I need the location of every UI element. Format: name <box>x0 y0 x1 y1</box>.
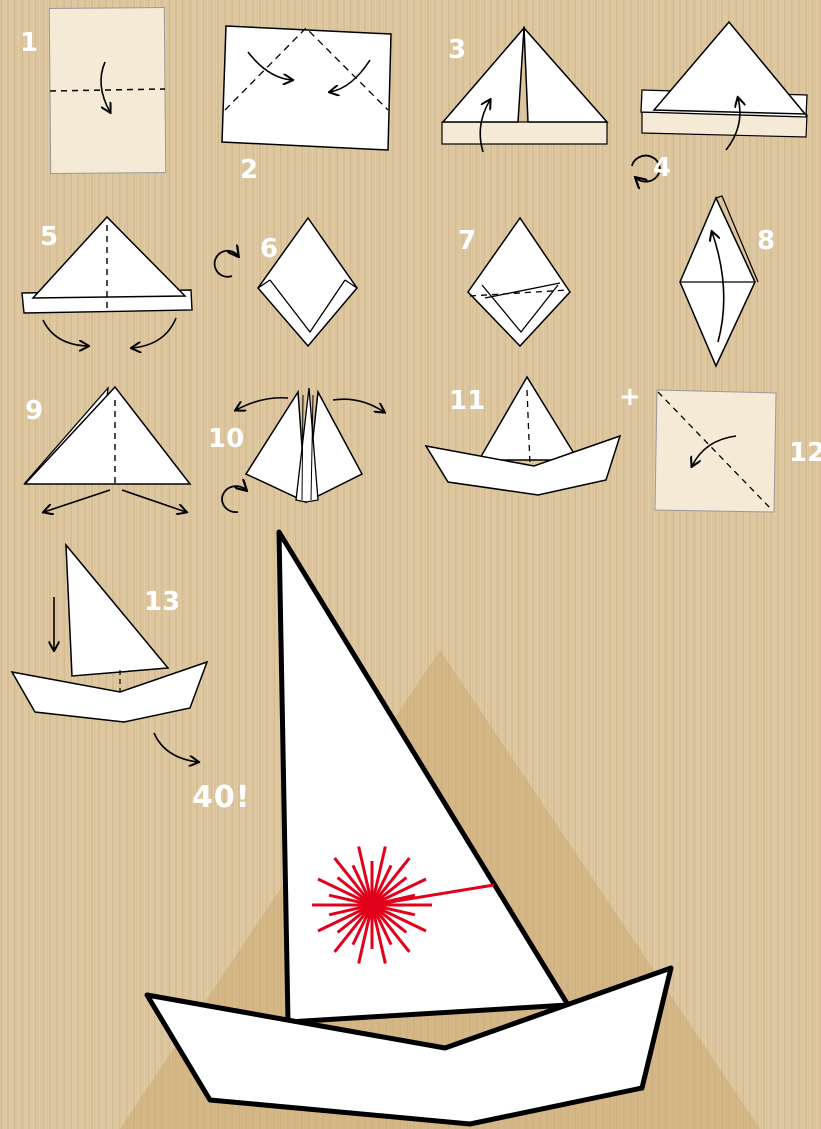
step-7-label: 7 <box>458 228 476 254</box>
step-13-boat <box>12 545 207 762</box>
step-9-shape <box>25 387 190 512</box>
step-1-sheet <box>49 7 165 173</box>
step-11-label: 11 <box>449 388 485 414</box>
step-3-shape <box>442 28 607 152</box>
step-1-label: 1 <box>20 30 38 56</box>
pull-arrow-left <box>44 490 110 512</box>
step-6-shape <box>215 218 357 346</box>
sun-core <box>363 896 381 914</box>
step-6-label: 6 <box>260 236 278 262</box>
step-2-label: 2 <box>240 157 258 183</box>
step-3-label: 3 <box>448 37 466 63</box>
step-7-shape <box>468 218 570 346</box>
step-9-label: 9 <box>25 398 43 424</box>
pull-arrow-right <box>122 490 186 512</box>
anniversary-label: 40! <box>192 783 250 813</box>
step-12-sheet <box>655 390 776 512</box>
pull-arrow-right <box>333 399 384 412</box>
step-8-shape <box>680 196 758 366</box>
fold-arrow-left <box>43 320 88 346</box>
turn-over-icon <box>215 251 238 277</box>
step-10-label: 10 <box>208 426 244 452</box>
pull-arrow-left <box>236 398 288 410</box>
turn-over-icon <box>222 486 246 512</box>
step-4-label: 4 <box>653 155 671 181</box>
fold-arrow-right <box>132 318 176 348</box>
plus-sign: + <box>619 384 641 410</box>
next-arrow <box>154 733 198 762</box>
step-10-shape <box>222 388 384 512</box>
step-8-label: 8 <box>757 228 775 254</box>
step-2-sheet <box>222 26 391 150</box>
step-12-label: 12 <box>789 440 821 466</box>
step-5-label: 5 <box>40 224 58 250</box>
step-13-label: 13 <box>144 589 180 615</box>
